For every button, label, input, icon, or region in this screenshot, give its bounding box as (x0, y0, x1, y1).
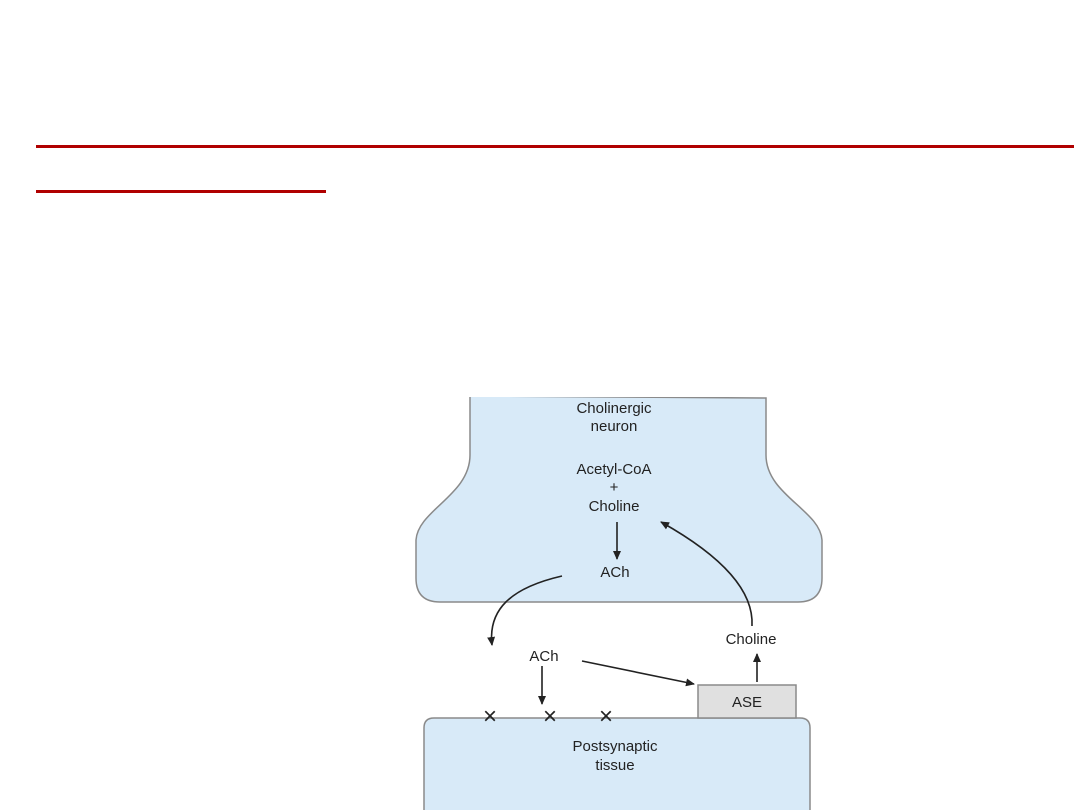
acetyl-coa-label: Acetyl-CoA (576, 461, 651, 478)
title-rule-long (36, 145, 1074, 148)
reuptake-arrow (660, 521, 753, 627)
hydrolysis-arrow (581, 660, 695, 687)
plus-sign: + (610, 479, 619, 496)
receptor-mark: × (483, 703, 497, 730)
postsynaptic-label-line2: tissue (595, 757, 634, 774)
presynaptic-neuron-shape (415, 395, 823, 603)
postsynaptic-tissue-shape (423, 717, 811, 810)
neuron-title-line2: neuron (591, 418, 638, 435)
release-arrow (487, 575, 563, 646)
choline-precursor-label: Choline (589, 498, 640, 515)
postsynaptic-label-line1: Postsynaptic (572, 738, 658, 755)
title-rule-short (36, 190, 326, 193)
ach-cleft-label: ACh (529, 648, 558, 665)
neuron-title-line1: Cholinergic (576, 400, 652, 417)
enzyme-box (697, 684, 797, 719)
choline-cleft-label: Choline (726, 631, 777, 648)
enzyme-label: ASE (732, 694, 762, 711)
receptor-mark: × (599, 703, 613, 730)
ach-product-label: ACh (600, 564, 629, 581)
receptor-mark: × (543, 703, 557, 730)
neuron-top-cutoff (468, 388, 768, 397)
